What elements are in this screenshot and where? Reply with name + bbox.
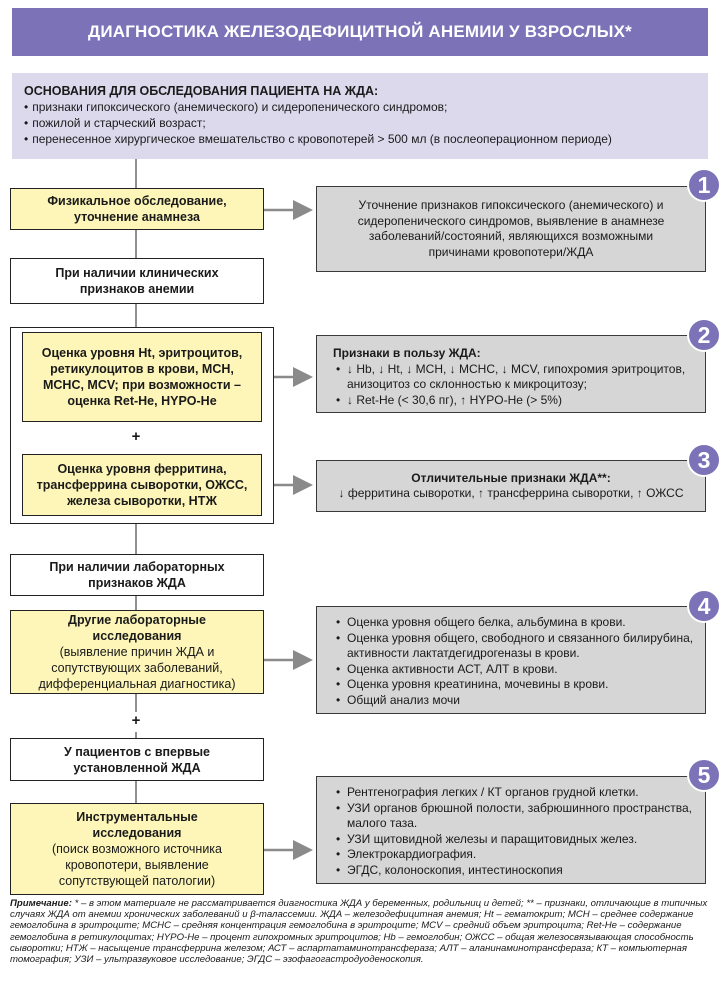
panel-4-item: Оценка уровня общего белка, альбумина в …	[336, 615, 697, 631]
step-ferritin-assessment: Оценка уровня ферритина, трансферрина сы…	[22, 454, 262, 516]
plus-sign: +	[131, 712, 141, 729]
footnote-text: * – в этом материале не рассматривается …	[10, 898, 708, 966]
footnote-label: Примечание:	[10, 898, 72, 909]
step-number-badge: 4	[687, 589, 720, 623]
panel-5-list: Рентгенография легких / КТ органов грудн…	[333, 785, 697, 878]
grounds-item: пожилой и старческий возраст;	[24, 115, 708, 131]
step-number-badge: 5	[687, 758, 720, 792]
grounds-box: ОСНОВАНИЯ ДЛЯ ОБСЛЕДОВАНИЯ ПАЦИЕНТА НА Ж…	[12, 73, 708, 159]
panel-2-item: ↓ Hb, ↓ Ht, ↓ MCH, ↓ MCHC, ↓ MCV, гипохр…	[336, 362, 695, 393]
panel-4-item: Оценка активности АСТ, АЛТ в крови.	[336, 662, 697, 678]
step-physical-exam: Физикальное обследование, уточнение анам…	[10, 188, 264, 230]
panel-4-item: Оценка уровня креатинина, мочевины в кро…	[336, 677, 697, 693]
instrumental-detail: (поиск возможного источника кровопотери,…	[51, 842, 223, 888]
grounds-heading: ОСНОВАНИЯ ДЛЯ ОБСЛЕДОВАНИЯ ПАЦИЕНТА НА Ж…	[24, 84, 379, 98]
page-title: ДИАГНОСТИКА ЖЕЛЕЗОДЕФИЦИТНОЙ АНЕМИИ У ВЗ…	[12, 8, 708, 56]
panel-4: Оценка уровня общего белка, альбумина в …	[316, 606, 706, 714]
footnote: Примечание: * – в этом материале не расс…	[10, 898, 710, 965]
step-number-badge: 2	[687, 318, 720, 352]
panel-3-heading: Отличительные признаки ЖДА**:	[411, 470, 611, 485]
panel-4-list: Оценка уровня общего белка, альбумина в …	[333, 615, 697, 708]
step-ht-assessment: Оценка уровня Ht, эритроцитов, ретикулоц…	[22, 332, 262, 422]
grounds-item: признаки гипоксического (анемического) и…	[24, 99, 708, 115]
panel-5: Рентгенография легких / КТ органов грудн…	[316, 776, 706, 884]
step-first-time: У пациентов с впервые установленной ЖДА	[10, 738, 264, 781]
instrumental-heading: Инструментальные исследования	[76, 810, 198, 840]
panel-2: Признаки в пользу ЖДА: ↓ Hb, ↓ Ht, ↓ MCH…	[316, 335, 706, 413]
step-lab-signs: При наличии лабораторных признаков ЖДА	[10, 554, 264, 596]
step-number-badge: 1	[687, 168, 720, 202]
panel-1-text: Уточнение признаков гипоксического (анем…	[357, 198, 665, 259]
panel-2-item: ↓ Ret-He (< 30,6 пг), ↑ HYPO-He (> 5%)	[336, 393, 695, 409]
step-instrumental: Инструментальные исследования (поиск воз…	[10, 803, 264, 895]
panel-3: Отличительные признаки ЖДА**: ↓ ферритин…	[316, 460, 706, 512]
plus-sign: +	[131, 428, 141, 445]
panel-4-item: Оценка уровня общего, свободного и связа…	[336, 631, 697, 662]
step-other-lab-tests: Другие лабораторные исследования (выявле…	[10, 610, 264, 694]
panel-1: Уточнение признаков гипоксического (анем…	[316, 186, 706, 272]
panel-5-item: УЗИ органов брюшной полости, забрюшинног…	[336, 801, 697, 832]
panel-3-text: ↓ ферритина сыворотки, ↑ трансферрина сы…	[338, 486, 684, 500]
panel-4-item: Общий анализ мочи	[336, 693, 697, 709]
panel-5-item: ЭГДС, колоноскопия, интестиноскопия	[336, 863, 697, 879]
grounds-list: признаки гипоксического (анемического) и…	[24, 99, 708, 147]
panel-5-item: Рентгенография легких / КТ органов грудн…	[336, 785, 697, 801]
grounds-item: перенесенное хирургическое вмешательство…	[24, 131, 708, 147]
panel-2-heading: Признаки в пользу ЖДА:	[333, 346, 481, 360]
panel-5-item: Электрокардиография.	[336, 847, 697, 863]
step-clinical-signs: При наличии клинических признаков анемии	[10, 258, 264, 304]
step-number-badge: 3	[687, 443, 720, 477]
other-lab-detail: (выявление причин ЖДА и сопутствующих за…	[38, 645, 236, 691]
other-lab-heading: Другие лабораторные исследования	[68, 613, 206, 643]
panel-5-item: УЗИ щитовидной железы и паращитовидных ж…	[336, 832, 697, 848]
panel-2-list: ↓ Hb, ↓ Ht, ↓ MCH, ↓ MCHC, ↓ MCV, гипохр…	[333, 362, 695, 409]
